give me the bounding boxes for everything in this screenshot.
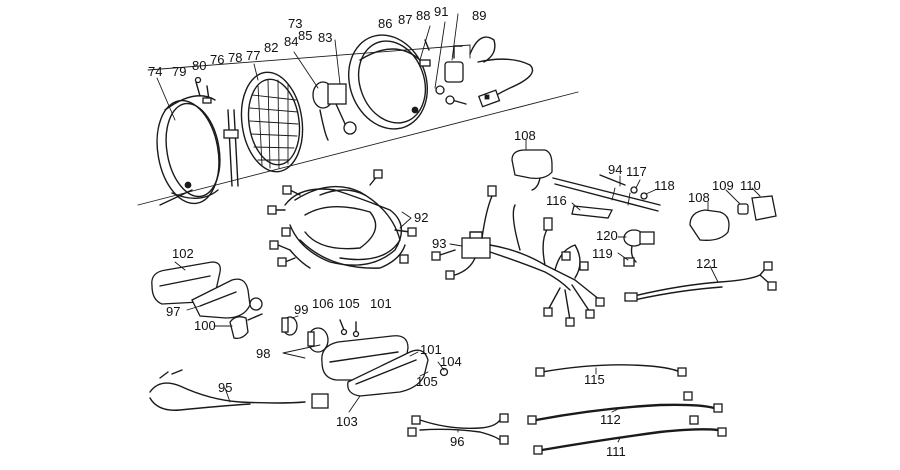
callout-105-top: 105 <box>338 296 360 311</box>
tail-lens-103 <box>347 349 449 397</box>
turn-signal-108-rear <box>689 209 730 241</box>
callout-106: 106 <box>312 296 334 311</box>
callout-86: 86 <box>378 16 392 31</box>
callout-78: 78 <box>228 50 242 65</box>
callout-111: 111 <box>606 444 626 459</box>
main-wiring-harness-92 <box>267 169 417 269</box>
tail-lamp-108 <box>511 149 553 191</box>
callout-88: 88 <box>416 8 430 23</box>
indicator-body-97 <box>191 278 263 319</box>
headlamp-lens-77 <box>240 71 304 173</box>
callout-121: 121 <box>696 256 718 271</box>
callout-120: 120 <box>596 228 618 243</box>
callout-85: 85 <box>298 28 312 43</box>
callout-105-mid: 105 <box>416 374 438 389</box>
callout-119: 119 <box>592 246 613 261</box>
callout-100: 100 <box>194 318 216 333</box>
callout-83: 83 <box>318 30 332 45</box>
headlamp-shell-86 <box>347 34 429 130</box>
wire-115 <box>535 364 687 377</box>
headlamp-wire-89 <box>469 36 534 108</box>
callout-112: 112 <box>600 412 621 427</box>
bulbs-99-106 <box>281 316 329 353</box>
callout-101-mid: 101 <box>420 342 442 357</box>
wiring-harness-93 <box>431 185 605 327</box>
callout-97: 97 <box>166 304 180 319</box>
callout-89: 89 <box>472 8 486 23</box>
callout-104: 104 <box>440 354 462 369</box>
callout-98: 98 <box>256 346 270 361</box>
headlamp-rim-74 <box>156 95 221 206</box>
wire-111 <box>533 415 727 455</box>
callout-74: 74 <box>148 64 162 79</box>
callout-95: 95 <box>218 380 232 395</box>
callout-labels: 74 79 80 76 78 77 82 73 84 85 83 86 87 8… <box>148 4 761 459</box>
wire-112 <box>527 391 723 425</box>
wire-121 <box>624 261 777 302</box>
callout-116: 116 <box>546 193 567 208</box>
callout-92: 92 <box>414 210 428 225</box>
callout-110: 110 <box>740 178 761 193</box>
callout-102: 102 <box>172 246 194 261</box>
bulb-lens-109-110 <box>737 195 777 221</box>
wire-95 <box>149 369 329 411</box>
callout-76: 76 <box>210 52 224 67</box>
callout-108-top: 108 <box>514 128 536 143</box>
bulb-socket-100 <box>229 313 263 340</box>
screws-105-101 <box>339 319 360 338</box>
reflector-102 <box>151 261 221 305</box>
callout-82: 82 <box>264 40 278 55</box>
callout-80: 80 <box>192 58 206 73</box>
bulb-socket-91 <box>444 45 464 83</box>
wire-96 <box>407 413 509 445</box>
bracket-116-117-118 <box>571 186 648 219</box>
callout-103: 103 <box>336 414 358 429</box>
callout-93: 93 <box>432 236 446 251</box>
callout-118: 118 <box>654 178 675 193</box>
callout-73: 73 <box>288 16 302 31</box>
screws-79-80 <box>194 76 212 104</box>
callout-87: 87 <box>398 12 412 27</box>
callout-115: 115 <box>584 372 605 387</box>
callout-84: 84 <box>284 34 298 49</box>
callout-117: 117 <box>626 164 647 179</box>
bulb-holder-84-85 <box>312 81 357 141</box>
callout-96: 96 <box>450 434 464 449</box>
screws-87-88 <box>419 39 467 105</box>
callout-101-top: 101 <box>370 296 392 311</box>
leader-lines <box>147 13 761 443</box>
callout-94: 94 <box>608 162 622 177</box>
callout-91: 91 <box>434 4 448 19</box>
callout-99: 99 <box>294 302 308 317</box>
plate-holder-94 <box>552 174 661 212</box>
horn-119-120 <box>623 229 655 267</box>
callout-77: 77 <box>246 48 260 63</box>
callout-109: 109 <box>712 178 734 193</box>
callout-79: 79 <box>172 64 186 79</box>
section-divider-line <box>137 91 579 206</box>
adjuster-76-78 <box>223 109 239 187</box>
callout-108-right: 108 <box>688 190 710 205</box>
